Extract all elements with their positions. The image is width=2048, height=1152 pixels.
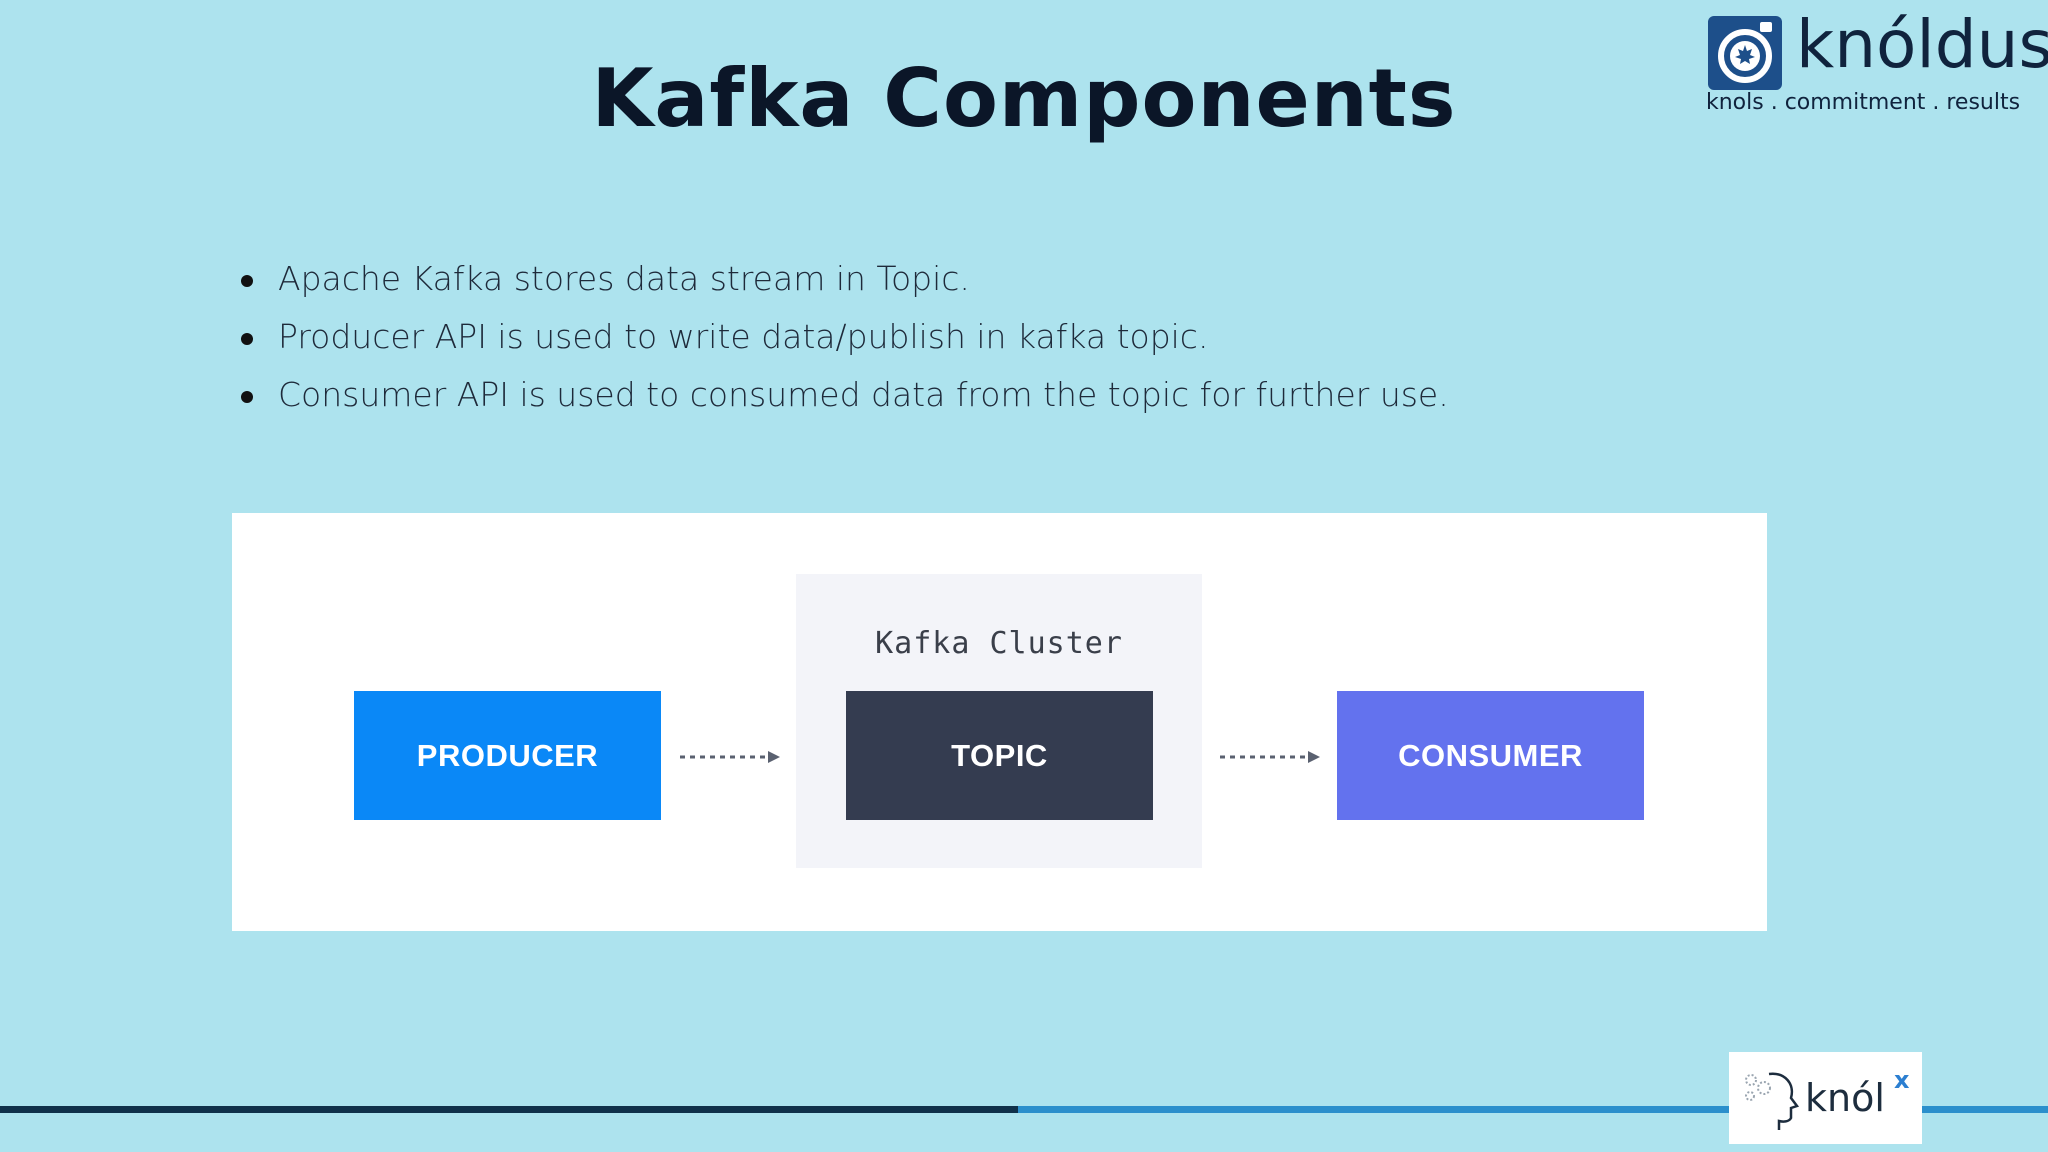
- consumer-box: CONSUMER: [1337, 691, 1644, 820]
- head-gears-icon: [1745, 1072, 1800, 1130]
- footer-bar-dark: [0, 1106, 1018, 1113]
- knolx-superscript: x: [1894, 1066, 1910, 1094]
- cluster-label: Kafka Cluster: [875, 626, 1123, 661]
- topic-label: TOPIC: [951, 737, 1048, 773]
- footer-bar-light: [1018, 1106, 2048, 1113]
- slide-title: Kafka Components: [591, 52, 1457, 145]
- knoldus-logo: knóldus knols . commitment . results: [1706, 6, 2048, 124]
- logo-tagline: knols . commitment . results: [1706, 90, 2021, 115]
- arrow-right-icon: [680, 751, 780, 763]
- bullet-item: Apache Kafka stores data stream in Topic…: [238, 250, 1449, 308]
- bullet-text: Apache Kafka stores data stream in Topic…: [278, 259, 970, 298]
- bullet-text: Consumer API is used to consumed data fr…: [278, 375, 1449, 414]
- bullet-dot: [241, 333, 253, 345]
- arrow-right-icon: [1220, 751, 1320, 763]
- bullet-dot: [241, 391, 253, 403]
- kafka-diagram: Kafka Cluster PRODUCER TOPIC CONSUMER: [232, 513, 1767, 931]
- bullet-dot: [241, 275, 253, 287]
- knolx-logo: knól x: [1729, 1052, 1922, 1144]
- bullet-text: Producer API is used to write data/publi…: [278, 317, 1209, 356]
- producer-label: PRODUCER: [416, 737, 599, 773]
- maple-leaf-camera-icon: [1708, 16, 1782, 90]
- knolx-wordmark: knól: [1805, 1076, 1885, 1120]
- consumer-label: CONSUMER: [1398, 737, 1583, 773]
- producer-box: PRODUCER: [354, 691, 661, 820]
- bullet-item: Producer API is used to write data/publi…: [238, 308, 1449, 366]
- logo-wordmark: knóldus: [1796, 6, 2048, 83]
- bullet-item: Consumer API is used to consumed data fr…: [238, 366, 1449, 424]
- bullet-list: Apache Kafka stores data stream in Topic…: [238, 250, 1449, 424]
- topic-box: TOPIC: [846, 691, 1153, 820]
